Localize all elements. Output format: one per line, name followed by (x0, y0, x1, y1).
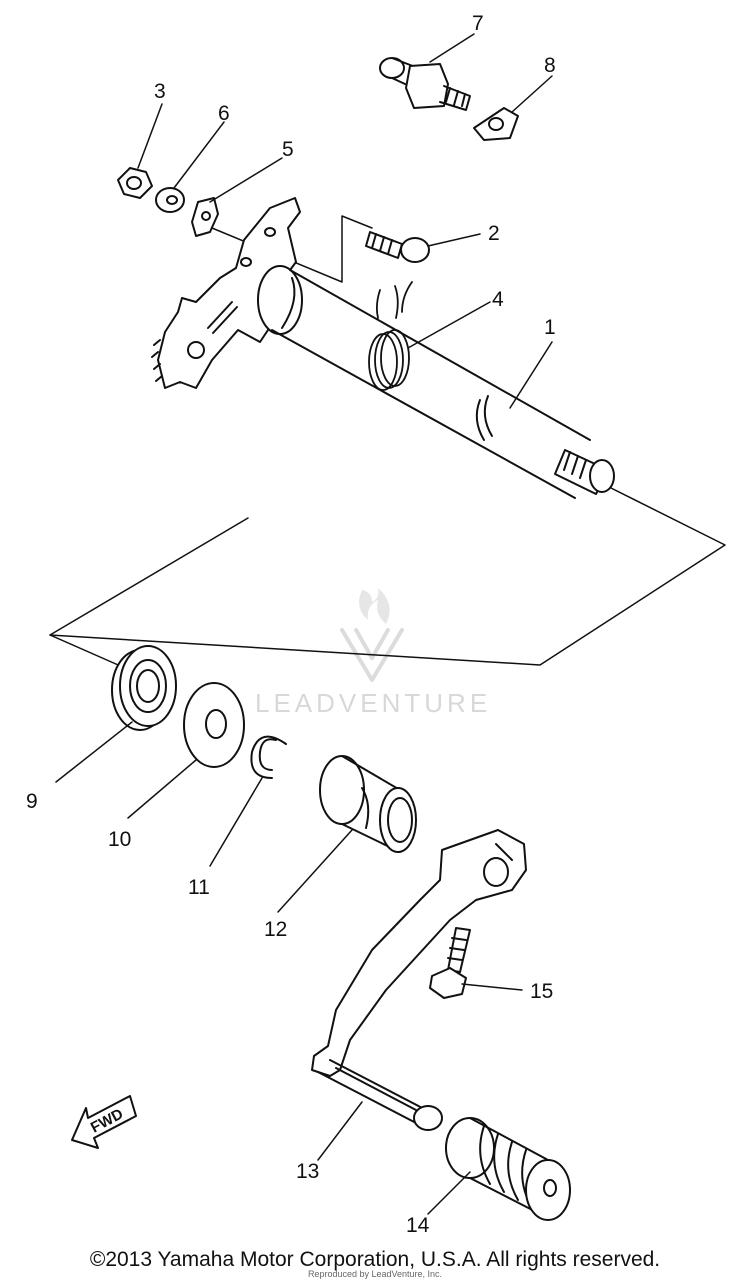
callout-11: 11 (188, 876, 210, 899)
bearing-part-9 (111, 645, 177, 731)
nut-part-3 (117, 167, 153, 199)
lock-washer-part-5 (191, 197, 219, 237)
washer-part-10 (183, 682, 245, 768)
stopper-bolt-part-7 (379, 57, 471, 111)
assembly-guide-lines (49, 215, 726, 669)
callout-9: 9 (26, 790, 38, 813)
callout-14: 14 (406, 1214, 430, 1237)
shift-pedal-part-13 (311, 829, 527, 1131)
callout-12: 12 (264, 918, 287, 941)
callout-leader-lines (55, 33, 553, 1215)
clamp-bolt-part-15 (429, 927, 471, 999)
pedal-rubber-part-14 (445, 1117, 571, 1221)
washer-part-6 (155, 187, 185, 213)
lock-plate-part-8 (473, 107, 519, 141)
callout-2: 2 (488, 222, 500, 245)
shift-shaft-part-1 (151, 197, 615, 499)
callout-13: 13 (296, 1160, 319, 1183)
copyright-notice: ©2013 Yamaha Motor Corporation, U.S.A. A… (89, 1248, 661, 1271)
callout-5: 5 (282, 138, 294, 161)
return-spring-part-4 (368, 281, 413, 391)
callout-7: 7 (472, 12, 484, 35)
watermark-text: LEADVENTURE (255, 688, 491, 718)
callout-8: 8 (544, 54, 556, 77)
callout-numbers: 1 2 3 4 5 6 7 8 9 10 11 12 13 14 15 (26, 12, 556, 1237)
fwd-direction-marker: FWD (71, 1095, 137, 1149)
leadventure-watermark: LEADVENTURE (255, 588, 491, 718)
reproduced-by-note: Reproduced by LeadVenture, Inc. (307, 1269, 443, 1279)
callout-6: 6 (218, 102, 230, 125)
callout-4: 4 (492, 288, 504, 311)
collar-part-12 (319, 755, 417, 853)
callout-10: 10 (108, 828, 131, 851)
callout-15: 15 (530, 980, 553, 1003)
bolt-part-2 (365, 231, 430, 263)
circlip-part-11 (250, 735, 287, 779)
callout-3: 3 (154, 80, 166, 103)
callout-1: 1 (544, 316, 556, 339)
